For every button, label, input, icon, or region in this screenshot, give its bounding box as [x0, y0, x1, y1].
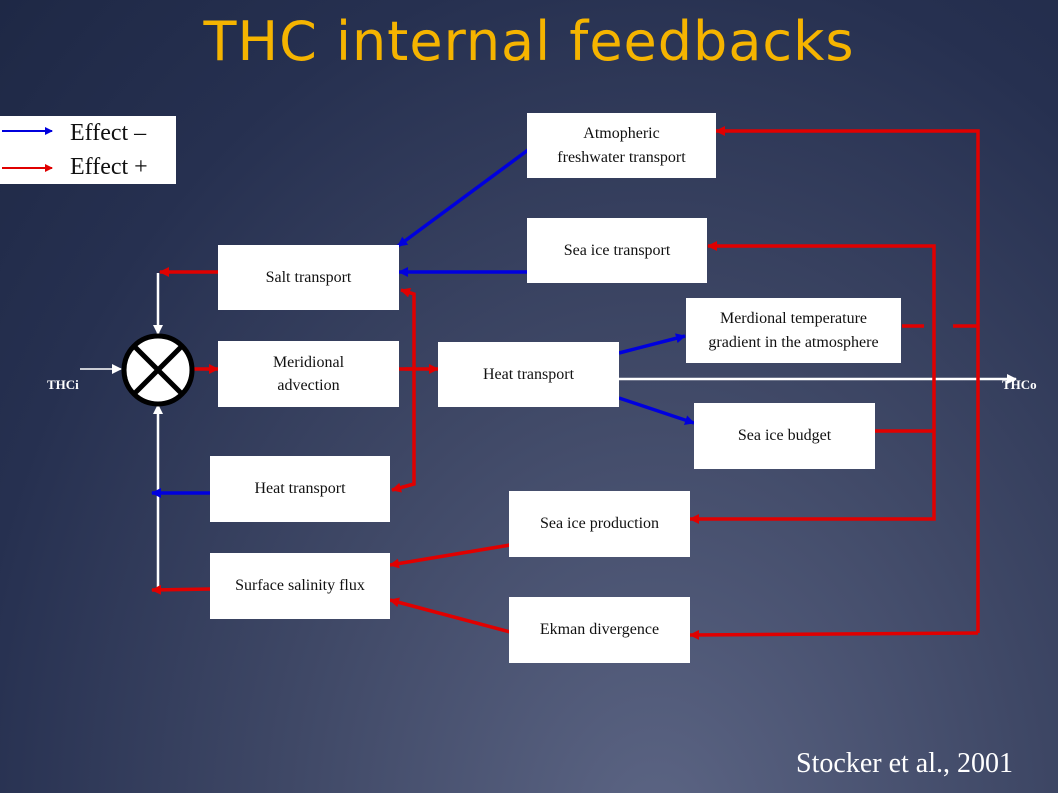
slide-title: THC internal feedbacks — [203, 10, 855, 73]
box-sea-ice-production: Sea ice production — [509, 491, 690, 557]
box-heat-transport-center-label: Heat transport — [482, 365, 575, 383]
thc-input-label: THCi — [47, 377, 79, 392]
box-atmospheric-freshwater: Atmopheric freshwater transport — [527, 113, 716, 178]
box-salt-transport: Salt transport — [218, 245, 399, 310]
box-heat-transport-center: Heat transport — [438, 342, 619, 407]
arrow-budget-to-production — [689, 431, 936, 524]
arrow-advection-to-heat-left — [391, 369, 416, 493]
box-sea-ice-budget-label: Sea ice budget — [737, 427, 832, 445]
legend: Effect – Effect + — [0, 116, 176, 184]
box-heat-transport-left-label: Heat transport — [254, 480, 346, 498]
box-surface-salinity-flux-label: Surface salinity flux — [235, 577, 365, 595]
arrow-heat-to-gradient — [618, 333, 686, 355]
arrow-advection-to-salt — [400, 287, 416, 371]
box-sea-ice-production-label: Sea ice production — [539, 515, 660, 533]
arrow-salinity-to-junction — [151, 584, 212, 595]
legend-negative-label: Effect – — [70, 120, 147, 146]
box-surface-salinity-flux: Surface salinity flux — [210, 553, 390, 619]
arrow-heat-to-budget — [618, 396, 695, 425]
legend-positive-label: Effect + — [70, 154, 148, 180]
box-meridional-advection: Meridional advection — [218, 341, 399, 407]
thc-output-label: THCo — [1002, 377, 1037, 392]
arrow-production-to-salinity — [389, 543, 511, 569]
box-sea-ice-transport-label: Sea ice transport — [563, 241, 671, 259]
legend-arrows — [2, 127, 53, 172]
box-meridional-temp-gradient: Merdional temperature gradient in the at… — [686, 298, 901, 363]
box-atmospheric-freshwater-label: Atmopheric freshwater transport — [557, 125, 686, 166]
citation: Stocker et al., 2001 — [796, 748, 1013, 779]
box-sea-ice-budget: Sea ice budget — [694, 403, 875, 469]
circle-cross-icon — [121, 333, 195, 407]
box-salt-transport-label: Salt transport — [265, 268, 352, 286]
box-meridional-advection-label: Meridional advection — [272, 353, 345, 394]
box-meridional-temp-gradient-label: Merdional temperature gradient in the at… — [708, 310, 879, 351]
box-ekman-divergence: Ekman divergence — [509, 597, 690, 663]
box-sea-ice-transport: Sea ice transport — [527, 218, 707, 283]
arrow-gradient-to-atmos — [715, 126, 980, 633]
box-heat-transport-left: Heat transport — [210, 456, 390, 522]
arrow-budget-to-seaice-transport — [707, 241, 936, 431]
arrow-ekman-to-salinity — [389, 597, 511, 634]
arrow-gradient-to-ekman — [689, 629, 979, 640]
box-ekman-divergence-label: Ekman divergence — [539, 621, 660, 639]
arrow-atmos-to-salt — [396, 148, 530, 248]
